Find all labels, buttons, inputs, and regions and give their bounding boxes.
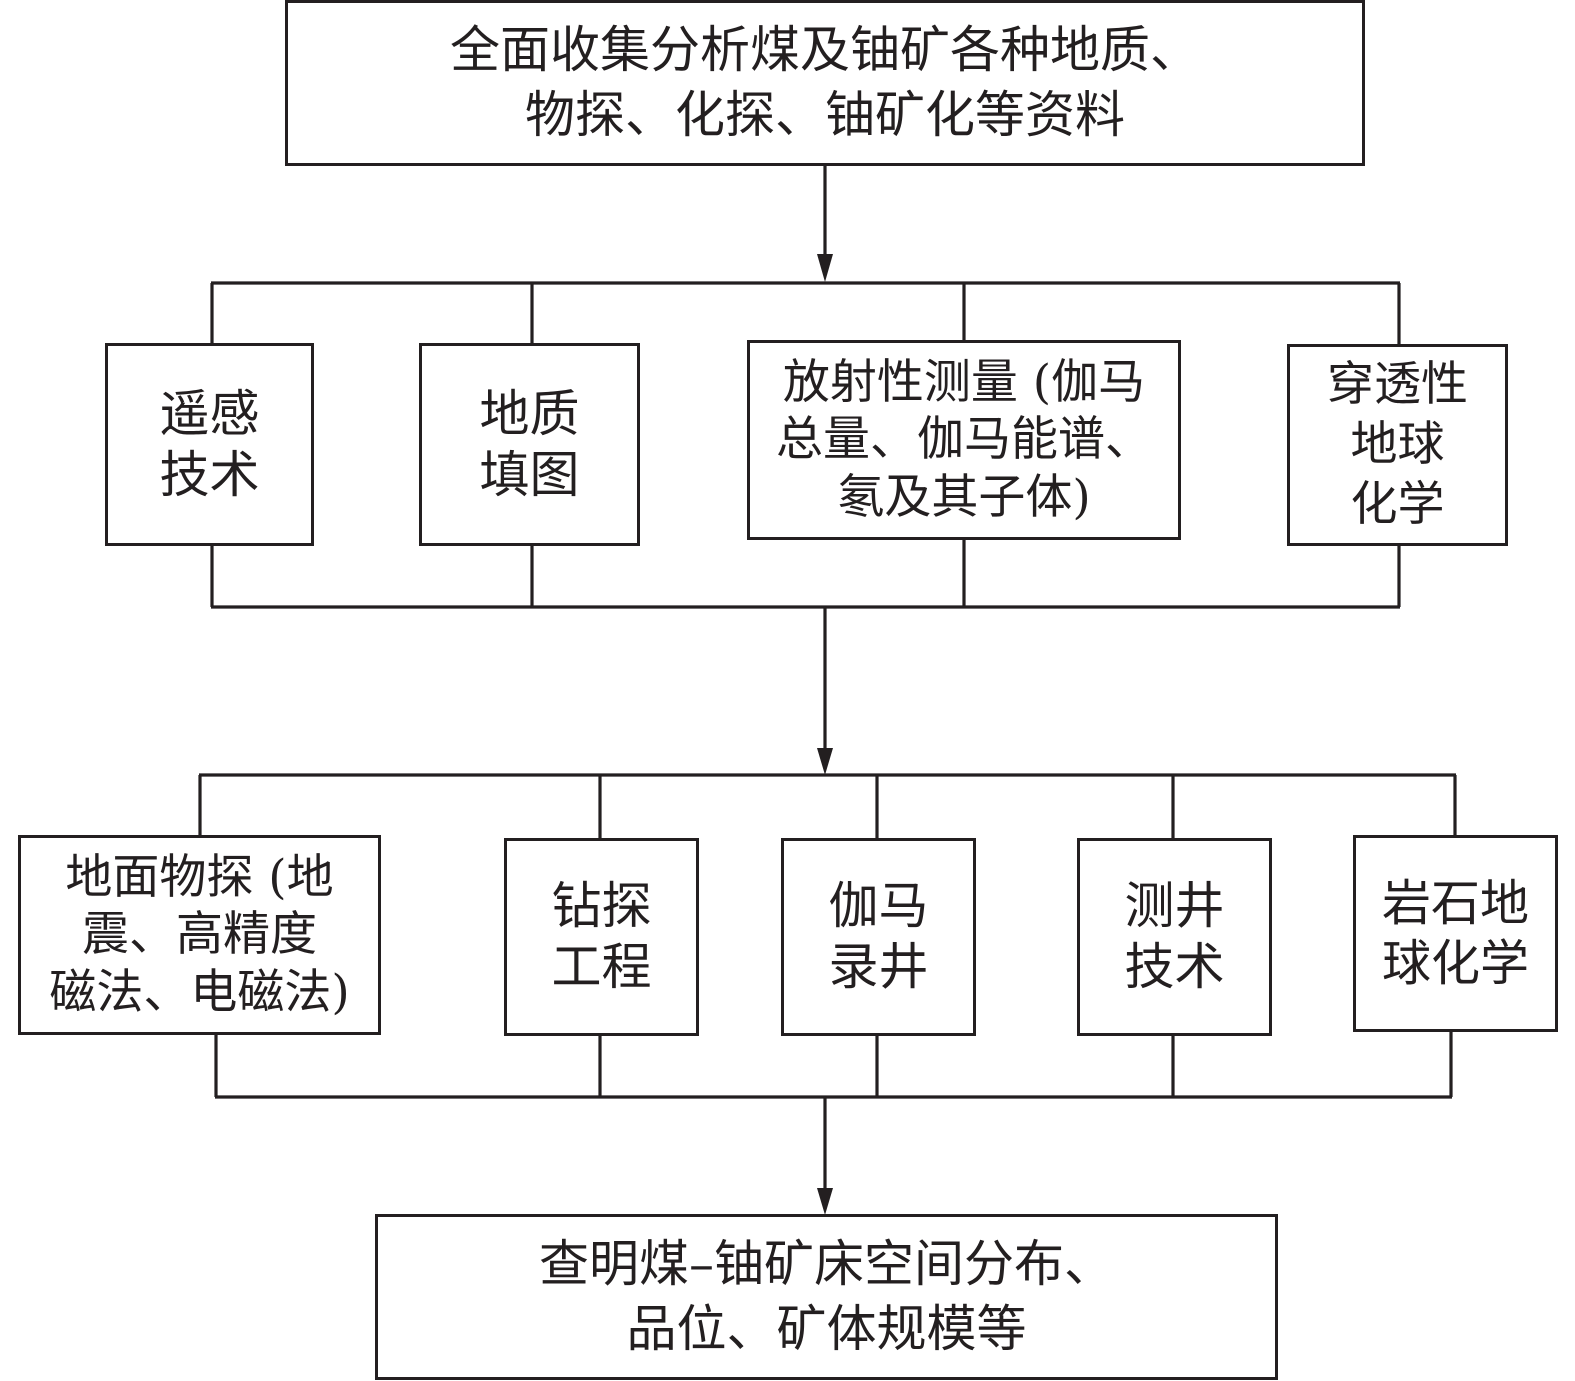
radioactivity-survey-box: 放射性测量 (伽马 总量、伽马能谱、 氡及其子体) bbox=[747, 340, 1181, 540]
node-text-line: 品位、矿体规模等 bbox=[626, 1300, 1027, 1358]
node-text-line: 球化学 bbox=[1381, 934, 1529, 992]
node-text-line: 地球 bbox=[1350, 416, 1445, 472]
node-text-line: 工程 bbox=[551, 938, 652, 996]
node-text-line: 化学 bbox=[1350, 477, 1445, 533]
node-text-line: 总量、伽马能谱、 bbox=[776, 412, 1152, 468]
node-text-line: 全面收集分析煤及铀矿各种地质、 bbox=[450, 21, 1200, 79]
node-text-line: 查明煤–铀矿床空间分布、 bbox=[539, 1235, 1114, 1293]
node-text-line: 岩石地 bbox=[1381, 874, 1529, 932]
penetrating-geochemistry-box: 穿透性 地球 化学 bbox=[1287, 344, 1508, 546]
geological-mapping-box: 地质 填图 bbox=[419, 343, 640, 546]
drilling-engineering-box: 钻探 工程 bbox=[504, 838, 699, 1036]
node-text-line: 伽马 bbox=[828, 877, 929, 935]
node-text-line: 物探、化探、铀矿化等资料 bbox=[525, 86, 1125, 144]
well-logging-box: 测井 技术 bbox=[1077, 838, 1272, 1036]
node-text-line: 氡及其子体) bbox=[837, 469, 1091, 525]
node-text-line: 放射性测量 (伽马 bbox=[782, 355, 1146, 410]
node-text-line: 遥感 bbox=[159, 384, 260, 443]
arrowhead-icon bbox=[817, 254, 833, 282]
node-text-line: 测井 bbox=[1124, 877, 1225, 935]
ground-geophysics-box: 地面物探 (地 震、高精度 磁法、电磁法) bbox=[18, 835, 381, 1035]
remote-sensing-box: 遥感 技术 bbox=[105, 343, 314, 546]
arrowhead-icon bbox=[817, 748, 833, 775]
arrowhead-icon bbox=[817, 1188, 833, 1215]
node-text-line: 地质 bbox=[479, 384, 580, 443]
node-text-line: 技术 bbox=[159, 445, 260, 504]
node-text-line: 技术 bbox=[1124, 938, 1225, 996]
node-text-line: 地面物探 (地 bbox=[65, 850, 334, 905]
source-data-box: 全面收集分析煤及铀矿各种地质、 物探、化探、铀矿化等资料 bbox=[285, 0, 1365, 166]
node-text-line: 录井 bbox=[828, 938, 929, 996]
node-text-line: 震、高精度 bbox=[82, 907, 317, 963]
node-text-line: 钻探 bbox=[551, 877, 652, 935]
result-box: 查明煤–铀矿床空间分布、 品位、矿体规模等 bbox=[375, 1214, 1278, 1380]
node-text-line: 磁法、电磁法) bbox=[49, 964, 350, 1020]
node-text-line: 填图 bbox=[479, 445, 580, 504]
gamma-logging-box: 伽马 录井 bbox=[781, 838, 976, 1036]
rock-geochemistry-box: 岩石地 球化学 bbox=[1353, 835, 1558, 1032]
node-text-line: 穿透性 bbox=[1327, 356, 1468, 412]
